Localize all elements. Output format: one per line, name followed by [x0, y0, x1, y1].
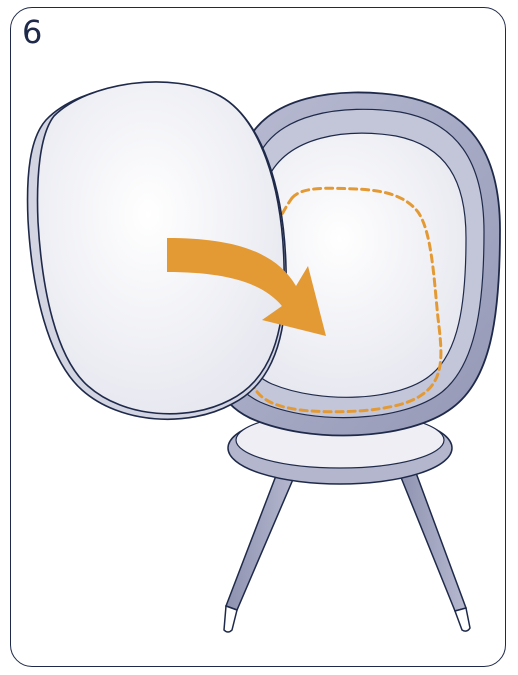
chair-legs — [223, 458, 471, 633]
left-leg-foot — [223, 604, 238, 633]
right-leg — [397, 460, 467, 612]
curved-arrow-icon — [167, 238, 326, 336]
seat-shell — [205, 91, 501, 437]
right-leg-foot — [454, 607, 471, 632]
step-number: 6 — [22, 13, 43, 51]
left-leg — [225, 458, 298, 611]
seat-cushion — [26, 81, 287, 421]
